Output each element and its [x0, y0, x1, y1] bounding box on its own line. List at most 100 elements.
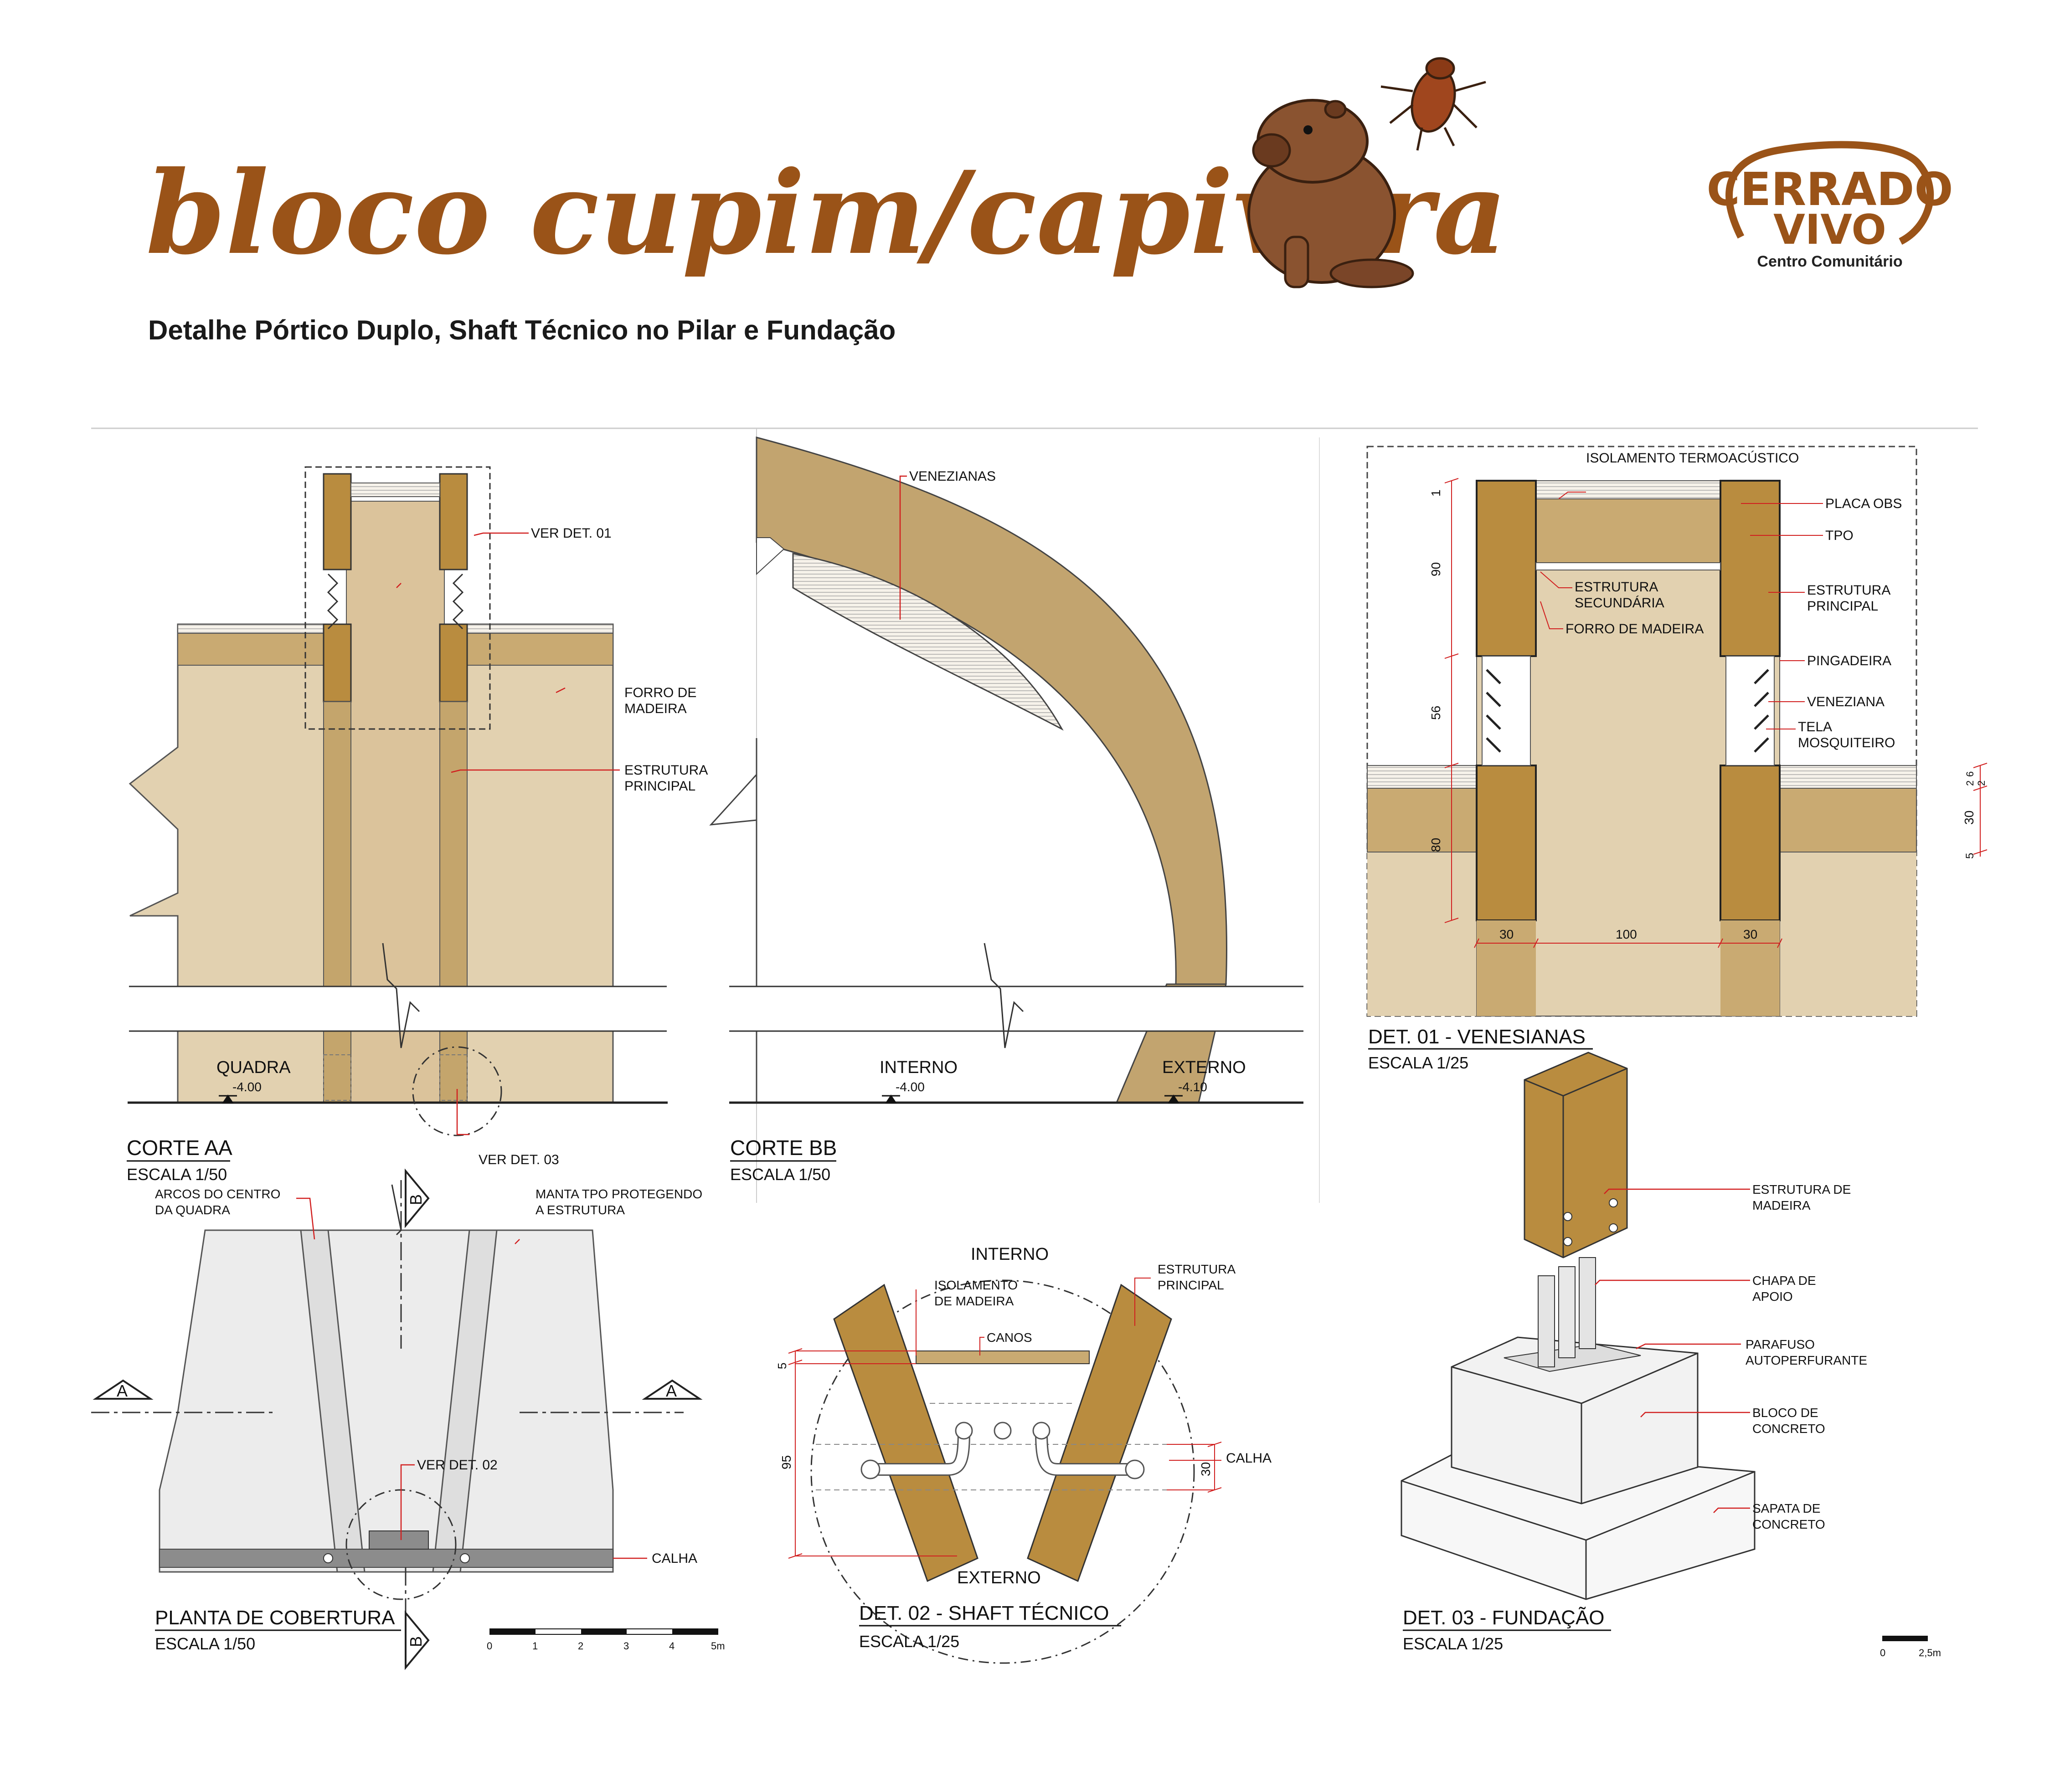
corte-bb-title: CORTE BB — [730, 1136, 837, 1160]
dim-30: 30 — [1962, 811, 1976, 825]
dim-30-right: 30 — [1743, 927, 1757, 941]
scalebar-2-5m: 0 2,5m — [1880, 1636, 1941, 1658]
level-externo: -4.10 — [1178, 1080, 1207, 1094]
dim-1: 1 — [1429, 489, 1443, 497]
label-forro-1: FORRO DE — [624, 685, 696, 700]
label-manta-2: A ESTRUTURA — [536, 1203, 625, 1217]
label-arcos-1: ARCOS DO CENTRO — [155, 1187, 280, 1201]
scale-2: 2 — [578, 1640, 583, 1652]
label-calha: CALHA — [1226, 1451, 1272, 1466]
label-externo: EXTERNO — [1162, 1058, 1246, 1077]
det-02-drawing: 5 95 30 INTERNO EXTERNO ISOLAMENTO DE MA… — [775, 1245, 1272, 1664]
scale-0: 0 — [487, 1640, 492, 1652]
logo-text-2: VIVO — [1773, 206, 1886, 254]
scale-1: 1 — [532, 1640, 538, 1652]
label-isolamento: ISOLAMENTO TERMOACÚSTICO — [1586, 451, 1799, 466]
det-03-scale: ESCALA 1/25 — [1403, 1634, 1503, 1653]
label-sapata-1: SAPATA DE — [1752, 1501, 1820, 1515]
label-interno: INTERNO — [971, 1245, 1049, 1264]
label-estrutura-2: PRINCIPAL — [1158, 1278, 1224, 1292]
scale-0: 0 — [1880, 1647, 1885, 1658]
logo-caption: Centro Comunitário — [1757, 253, 1902, 270]
label-tpo: TPO — [1825, 528, 1854, 543]
dim-5: 5 — [1964, 853, 1976, 859]
corte-aa-scale: ESCALA 1/50 — [127, 1165, 227, 1184]
label-arcos-2: DA QUADRA — [155, 1203, 230, 1217]
det-02-title: DET. 02 - SHAFT TÉCNICO — [859, 1602, 1109, 1624]
label-veneziana: VENEZIANA — [1807, 694, 1885, 709]
dim-2a: 2 — [1964, 780, 1976, 786]
dim-100: 100 — [1616, 927, 1637, 941]
det-03-drawing: ESTRUTURA DE MADEIRA CHAPA DE APOIO PARA… — [1401, 1052, 1941, 1658]
label-ver-det-03: VER DET. 03 — [479, 1152, 559, 1167]
label-estrutura-1: ESTRUTURA — [624, 763, 708, 778]
label-estrutura-2: MADEIRA — [1752, 1198, 1811, 1212]
label-estrutura-pri-2: PRINCIPAL — [1807, 599, 1878, 614]
label-parafuso-1: PARAFUSO — [1746, 1337, 1815, 1351]
label-bloco-2: CONCRETO — [1752, 1422, 1825, 1436]
label-calha: CALHA — [652, 1551, 697, 1566]
label-forro-madeira: FORRO DE MADEIRA — [1565, 621, 1704, 637]
scale-4: 4 — [669, 1640, 675, 1652]
corte-bb-drawing: VENEZIANAS INTERNO -4.00 EXTERNO -4.10 C… — [709, 436, 1303, 1184]
sheet-subtitle: Detalhe Pórtico Duplo, Shaft Técnico no … — [148, 315, 896, 345]
label-estrutura-1: ESTRUTURA DE — [1752, 1182, 1851, 1196]
dim-5: 5 — [775, 1363, 789, 1369]
label-estrutura-sec-2: SECUNDÁRIA — [1575, 596, 1664, 611]
planta-title: PLANTA DE COBERTURA — [155, 1607, 395, 1629]
label-venezianas: VENEZIANAS — [909, 469, 996, 484]
scale-5m: 5m — [711, 1640, 725, 1652]
header: bloco cupim/capivara Detalhe Pórtico Dup… — [91, 57, 1978, 1203]
label-isolamento-2: DE MADEIRA — [934, 1294, 1014, 1308]
corte-aa-title: CORTE AA — [127, 1136, 232, 1160]
dim-30: 30 — [1199, 1462, 1213, 1476]
dim-90: 90 — [1429, 562, 1443, 576]
scalebar-5m: 0 1 2 3 4 5m — [487, 1628, 725, 1652]
section-b-top: B — [407, 1194, 425, 1205]
label-parafuso-2: AUTOPERFURANTE — [1746, 1353, 1867, 1367]
dim-56: 56 — [1429, 706, 1443, 720]
termite-illustration — [1380, 57, 1486, 151]
det-01-drawing: 1 90 56 80 30 100 30 6 2 2 30 5 ISOLAMEN… — [1366, 446, 1988, 1072]
label-estrutura-1: ESTRUTURA — [1158, 1262, 1236, 1276]
label-canos: CANOS — [987, 1330, 1032, 1345]
label-forro-2: MADEIRA — [624, 701, 687, 716]
capybara-illustration — [1247, 99, 1414, 288]
dim-6: 6 — [1964, 771, 1976, 777]
cerrado-vivo-logo: CERRADO VIVO Centro Comunitário — [1706, 141, 1953, 270]
dim-30-left: 30 — [1499, 927, 1514, 941]
label-estrutura-2: PRINCIPAL — [624, 779, 695, 794]
dim-2b: 2 — [1976, 780, 1987, 786]
label-tela-2: MOSQUITEIRO — [1798, 735, 1895, 750]
section-b-bottom: B — [407, 1636, 425, 1647]
label-externo: EXTERNO — [957, 1568, 1041, 1587]
det-03-title: DET. 03 - FUNDAÇÃO — [1403, 1606, 1605, 1629]
section-a-left: A — [117, 1381, 128, 1400]
dim-80: 80 — [1429, 838, 1443, 852]
corte-bb-scale: ESCALA 1/50 — [730, 1165, 830, 1184]
label-manta-1: MANTA TPO PROTEGENDO — [536, 1187, 702, 1201]
det-01-scale: ESCALA 1/25 — [1368, 1053, 1468, 1072]
level-quadra: -4.00 — [232, 1080, 262, 1094]
label-ver-det-02: VER DET. 02 — [417, 1458, 498, 1473]
label-placa-obs: PLACA OBS — [1825, 496, 1902, 511]
label-estrutura-pri-1: ESTRUTURA — [1807, 583, 1890, 598]
planta-cobertura-drawing: A A B B ARCOS DO CENTRO DA QUADRA MANTA … — [91, 1168, 725, 1670]
logo-text-1: CERRADO — [1706, 163, 1953, 216]
section-a-right: A — [666, 1381, 677, 1400]
label-chapa-2: APOIO — [1752, 1289, 1793, 1304]
planta-scale: ESCALA 1/50 — [155, 1634, 255, 1653]
label-quadra: QUADRA — [216, 1058, 291, 1077]
label-pingadeira: PINGADEIRA — [1807, 653, 1891, 668]
label-ver-det-01: VER DET. 01 — [531, 526, 612, 541]
level-interno: -4.00 — [896, 1080, 925, 1094]
dim-95: 95 — [779, 1455, 793, 1469]
det-01-title: DET. 01 - VENESIANAS — [1368, 1026, 1586, 1048]
corte-aa-drawing: VER DET. 01 FORRO DE MADEIRA ESTRUTURA P… — [127, 466, 708, 1184]
label-sapata-2: CONCRETO — [1752, 1517, 1825, 1531]
label-tela-1: TELA — [1798, 719, 1832, 734]
det-02-scale: ESCALA 1/25 — [859, 1632, 959, 1651]
scale-2-5m: 2,5m — [1919, 1647, 1941, 1658]
label-chapa-1: CHAPA DE — [1752, 1273, 1816, 1288]
label-estrutura-sec-1: ESTRUTURA — [1575, 580, 1658, 595]
